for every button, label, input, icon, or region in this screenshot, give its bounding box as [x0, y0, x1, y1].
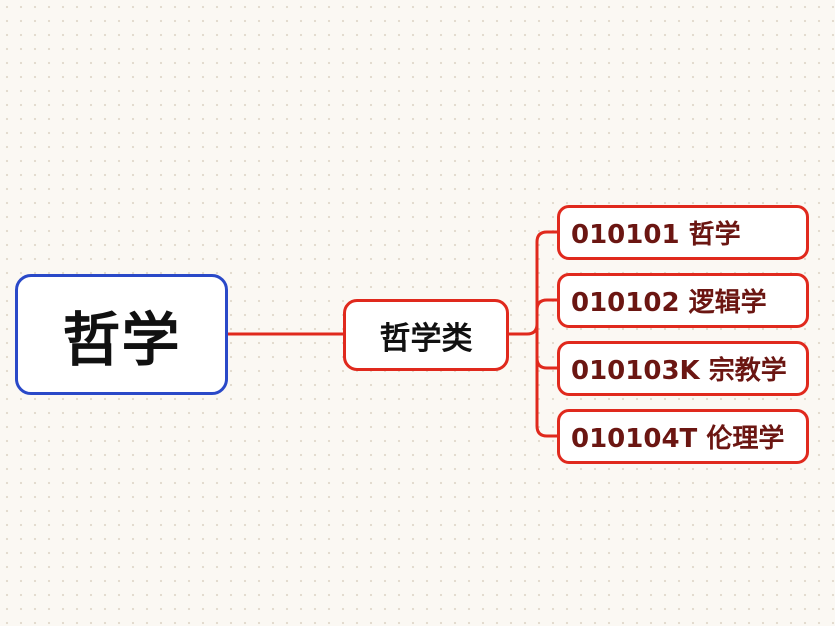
leaf-node-010104t[interactable]: 010104T 伦理学: [557, 409, 809, 464]
root-node-label: 哲学: [62, 305, 181, 374]
leaf-node-010103k[interactable]: 010103K 宗教学: [557, 341, 809, 396]
leaf-node-label: 010104T 伦理学: [571, 424, 785, 454]
root-node[interactable]: 哲学: [15, 274, 228, 395]
branch-to-leaf-3-connector: [535, 334, 557, 370]
leaf-node-010102[interactable]: 010102 逻辑学: [557, 273, 809, 328]
branch-node[interactable]: 哲学类: [343, 299, 509, 371]
branch-to-leaf-4-connector: [535, 334, 557, 438]
branch-node-label: 哲学类: [379, 320, 473, 357]
leaf-node-label: 010102 逻辑学: [571, 288, 767, 318]
leaf-node-010101[interactable]: 010101 哲学: [557, 205, 809, 260]
leaf-node-label: 010101 哲学: [571, 220, 741, 250]
branch-to-leaf-2-connector: [535, 298, 557, 334]
leaf-node-label: 010103K 宗教学: [571, 356, 787, 386]
branch-to-leaf-1-connector: [509, 230, 557, 336]
